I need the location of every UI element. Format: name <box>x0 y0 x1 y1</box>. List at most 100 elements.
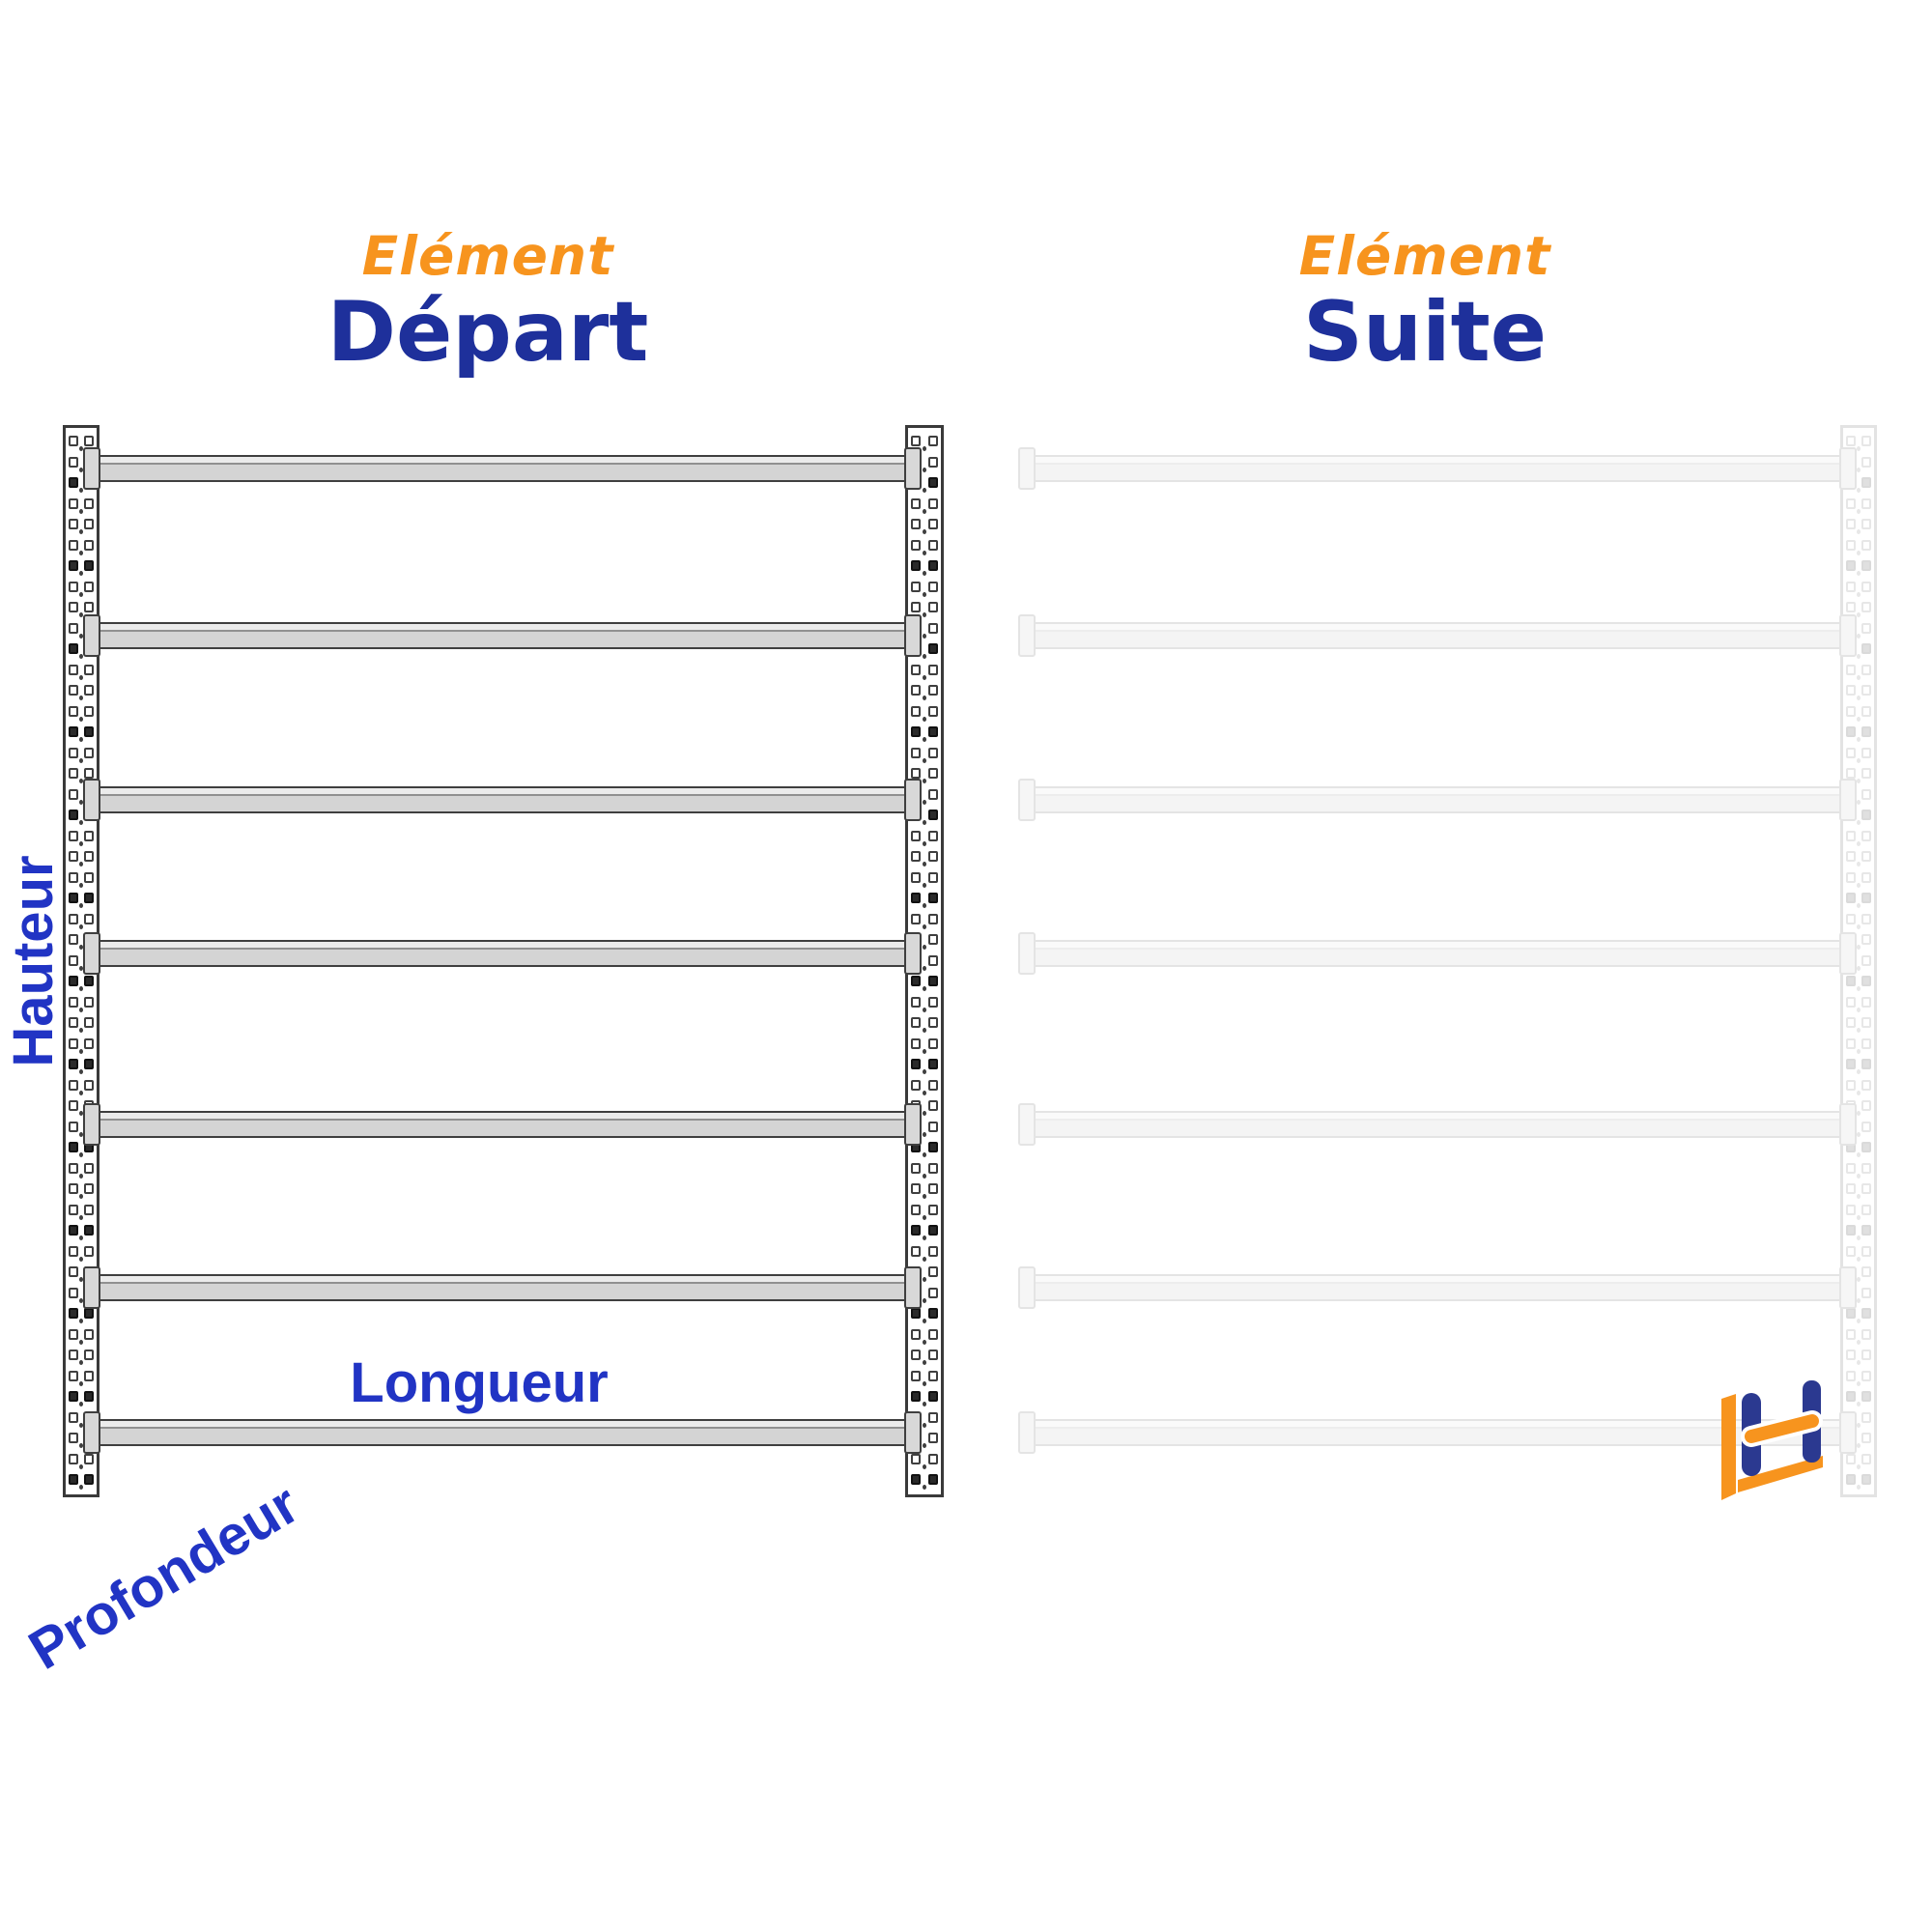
post-hole <box>69 1017 78 1028</box>
post-hole <box>911 664 921 675</box>
post-hole <box>1861 871 1871 883</box>
post-hole <box>69 1350 78 1360</box>
post-hole-dot <box>79 1463 83 1469</box>
post-hole <box>928 1059 938 1069</box>
post-hole <box>84 851 94 862</box>
post-hole <box>928 976 938 986</box>
post-hole <box>1861 1266 1871 1277</box>
post-hole <box>928 788 938 800</box>
post-hole <box>1861 539 1871 551</box>
post-hole <box>1861 519 1871 529</box>
post-hole-dot <box>79 446 83 451</box>
post-hole <box>1846 705 1856 717</box>
post-hole-dot <box>923 467 926 472</box>
post-hole <box>84 1079 94 1091</box>
shelf-beam <box>98 1419 907 1446</box>
post-hole-dot <box>1857 882 1861 888</box>
beam-bracket-right <box>1839 1103 1857 1146</box>
post-hole <box>911 726 921 737</box>
post-hole-dot <box>1857 903 1861 908</box>
shelf-beam <box>1033 455 1842 482</box>
post-hole-dot <box>923 529 926 534</box>
post-hole-dot <box>923 1443 926 1448</box>
shelf-beam <box>98 786 907 813</box>
post-hole-dot <box>79 1194 83 1199</box>
post-hole <box>69 726 78 737</box>
post-hole <box>84 705 94 717</box>
post-hole-dot <box>923 1380 926 1386</box>
post-hole <box>69 1225 78 1236</box>
post-hole-dot <box>1857 1090 1861 1095</box>
post-hole <box>84 1204 94 1215</box>
post-hole <box>911 830 921 841</box>
beam-bracket-left <box>1018 1411 1036 1454</box>
post-hole <box>69 747 78 758</box>
post-hole-dot <box>1857 1380 1861 1386</box>
post-hole <box>928 519 938 529</box>
length-dimension-label: Longueur <box>350 1351 609 1414</box>
post-hole <box>911 1370 921 1381</box>
post-hole <box>69 581 78 592</box>
post-hole-dot <box>1857 529 1861 534</box>
post-hole <box>84 1225 94 1236</box>
post-hole-dot <box>923 591 926 597</box>
post-hole <box>69 1411 78 1423</box>
post-hole-dot <box>923 945 926 950</box>
shelf-beam <box>98 455 907 482</box>
post-hole-dot <box>1857 1463 1861 1469</box>
post-hole-dot <box>1857 1360 1861 1365</box>
beam-bracket-right <box>1839 447 1857 490</box>
post-hole <box>1861 1204 1871 1215</box>
post-hole <box>928 851 938 862</box>
post-hole <box>69 602 78 612</box>
post-hole-dot <box>1857 1048 1861 1054</box>
post-hole <box>84 1162 94 1174</box>
post-hole <box>84 871 94 883</box>
post-hole-dot <box>923 779 926 783</box>
beam-bracket-right <box>1839 932 1857 975</box>
post-hole-dot <box>1857 923 1861 929</box>
post-hole <box>911 1350 921 1360</box>
post-hole-dot <box>1857 799 1861 805</box>
post-hole-dot <box>923 1090 926 1095</box>
post-hole-dot <box>1857 508 1861 514</box>
post-hole-dot <box>923 1152 926 1157</box>
post-hole <box>84 685 94 696</box>
post-hole <box>928 1079 938 1091</box>
post-hole <box>911 1183 921 1194</box>
post-hole-dot <box>1857 654 1861 659</box>
post-hole <box>1861 747 1871 758</box>
post-hole <box>1846 1308 1856 1319</box>
post-hole <box>928 477 938 488</box>
suite-element-title-block: Elément Suite <box>1154 225 1695 375</box>
post-hole <box>911 851 921 862</box>
post-hole-dot <box>923 633 926 639</box>
post-hole-dot <box>79 1319 83 1323</box>
post-hole <box>1861 1100 1871 1111</box>
post-hole <box>1861 1350 1871 1360</box>
post-hole-dot <box>79 467 83 472</box>
post-hole <box>928 705 938 717</box>
post-hole <box>1846 560 1856 571</box>
post-hole-dot <box>923 1048 926 1054</box>
post-hole-dot <box>1857 696 1861 700</box>
post-hole <box>928 1474 938 1485</box>
post-hole-dot <box>923 862 926 867</box>
post-hole-dot <box>1857 737 1861 742</box>
post-hole-dot <box>1857 1256 1861 1262</box>
post-hole <box>1846 1225 1856 1236</box>
post-hole <box>84 830 94 841</box>
post-hole-dot <box>79 716 83 722</box>
post-hole <box>69 1308 78 1319</box>
post-hole <box>1861 1308 1871 1319</box>
post-hole <box>911 1162 921 1174</box>
beam-bracket-left <box>1018 779 1036 821</box>
post-hole <box>928 456 938 468</box>
post-hole <box>928 560 938 571</box>
post-hole <box>1861 934 1871 945</box>
post-hole <box>911 976 921 986</box>
suite-element-eyebrow: Elément <box>1298 225 1551 287</box>
post-hole-dot <box>923 1277 926 1282</box>
post-hole <box>1861 1017 1871 1028</box>
post-hole-dot <box>923 716 926 722</box>
